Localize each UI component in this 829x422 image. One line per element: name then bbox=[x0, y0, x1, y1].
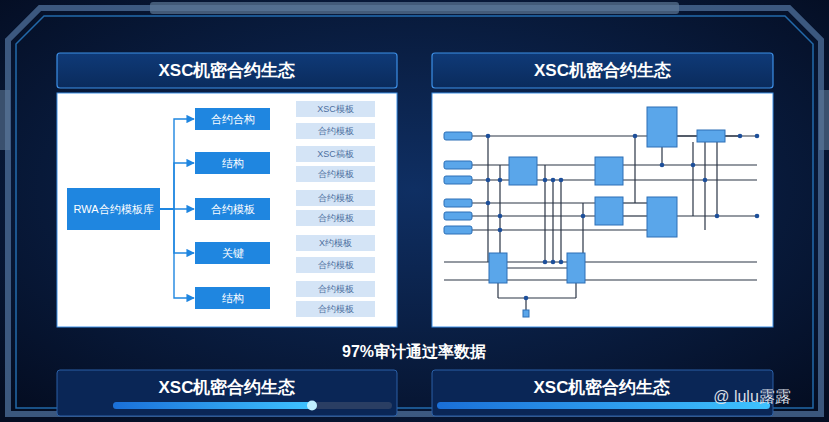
node-text: 合约模板 bbox=[318, 283, 354, 296]
circuit-illustration bbox=[444, 136, 757, 312]
category-box: 合约模板 bbox=[195, 198, 270, 220]
node-text: 合约模板 bbox=[318, 168, 354, 181]
category-box: 合约合构 bbox=[195, 108, 270, 130]
node-text: 合约模板 bbox=[318, 303, 354, 316]
panel-header: XSC机密合约生态RWA合约模板库合约合构结构合约模板关键结构XSC模板合约模板… bbox=[57, 53, 397, 327]
progress-track bbox=[113, 402, 392, 409]
progress-fill bbox=[113, 402, 313, 409]
template-tag: X约模板 bbox=[296, 235, 375, 251]
node-text: RWA合约模板库 bbox=[73, 202, 153, 217]
node-text: 合约模板 bbox=[318, 125, 354, 138]
node-text: XSC机密合约生态 bbox=[432, 53, 773, 88]
root-box: RWA合约模板库 bbox=[67, 188, 160, 230]
template-tag: 合约模板 bbox=[296, 301, 375, 317]
category-box: 结构 bbox=[195, 152, 270, 174]
node-text: XSC机密合约生态 bbox=[57, 53, 397, 88]
node-text: XSC机密合约生态 bbox=[57, 370, 397, 405]
panel-header: XSC机密合约生态 bbox=[512, 370, 692, 402]
node-text: XSC模板 bbox=[317, 103, 354, 116]
node-text: XSC机密合约生态 bbox=[512, 370, 692, 405]
node-text: 合约模板 bbox=[211, 202, 255, 217]
panel-header: XSC机密合约生态 bbox=[57, 370, 397, 402]
watermark: @ lulu露露 bbox=[713, 387, 791, 408]
template-tag: 合约模板 bbox=[296, 281, 375, 297]
node-text: 结构 bbox=[222, 291, 244, 306]
node-text: 合约模板 bbox=[318, 259, 354, 272]
template-tag: 合约模板 bbox=[296, 123, 375, 139]
category-box: 结构 bbox=[195, 287, 270, 309]
node-text: X约模板 bbox=[319, 237, 352, 250]
node-text: 结构 bbox=[222, 156, 244, 171]
template-tag: 合约模板 bbox=[296, 166, 375, 182]
template-tag: 合约模板 bbox=[296, 257, 375, 273]
node-text: 合约模板 bbox=[318, 212, 354, 225]
stat-caption: 97%审计通过率数据 bbox=[342, 342, 486, 363]
template-tag: 合约模板 bbox=[296, 190, 375, 206]
branch-arrow bbox=[160, 209, 194, 253]
branch-arrow bbox=[160, 119, 194, 209]
node-text: XSC稿板 bbox=[317, 148, 354, 161]
template-tag: XSC模板 bbox=[296, 101, 375, 117]
branch-arrow bbox=[160, 209, 194, 298]
node-text: 合约模板 bbox=[318, 192, 354, 205]
node-text: 合约合构 bbox=[211, 112, 255, 127]
category-box: 关键 bbox=[195, 242, 270, 264]
panel-header: XSC机密合约生态 bbox=[432, 53, 773, 327]
node-text: 关键 bbox=[222, 246, 244, 261]
template-tag: 合约模板 bbox=[296, 210, 375, 226]
template-tag: XSC稿板 bbox=[296, 146, 375, 162]
branch-arrow bbox=[160, 163, 194, 209]
